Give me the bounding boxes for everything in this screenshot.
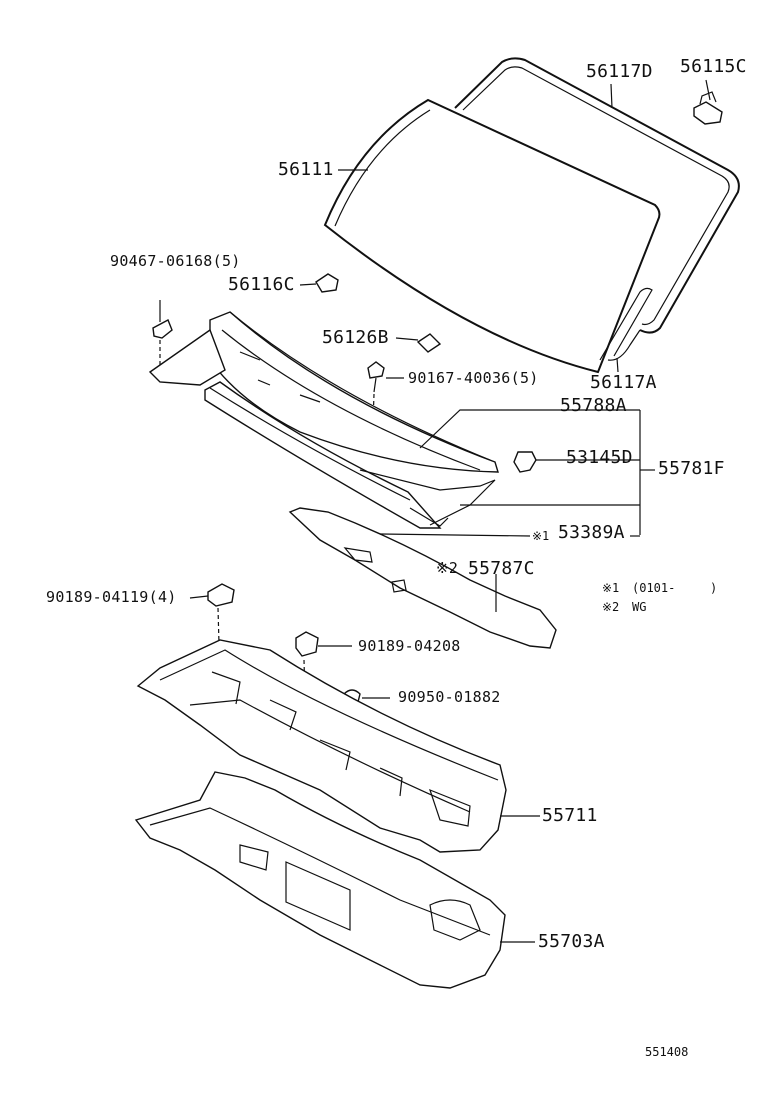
clip-56115c — [693, 91, 723, 125]
label-55787c[interactable]: 55787C — [468, 558, 535, 579]
leader-lines — [189, 79, 711, 943]
dash-panel-55703a — [134, 771, 506, 989]
label-90189-04119[interactable]: 90189-04119(4) — [46, 588, 177, 606]
label-56117d[interactable]: 56117D — [586, 61, 653, 82]
cowl-panel-55711 — [136, 639, 507, 853]
insulator-55787c — [288, 507, 557, 649]
note2-text: WG — [632, 600, 647, 614]
windshield-molding — [454, 57, 740, 361]
spacer-56126b — [416, 333, 442, 353]
lower-molding — [599, 287, 653, 373]
label-56115c[interactable]: 56115C — [680, 56, 747, 77]
label-53145d[interactable]: 53145D — [566, 447, 633, 468]
label-90167-40036[interactable]: 90167-40036(5) — [408, 369, 539, 387]
label-55781f[interactable]: 55781F — [658, 458, 725, 479]
note2-mark: ※2 — [602, 600, 620, 614]
label-56111[interactable]: 56111 — [278, 159, 334, 180]
clip-53145d — [513, 451, 562, 473]
label-56117a[interactable]: 56117A — [590, 372, 657, 393]
label-55703a[interactable]: 55703A — [538, 931, 605, 952]
cowl-louver — [148, 311, 499, 529]
clip-56116c — [315, 273, 339, 293]
label-56126b[interactable]: 56126B — [322, 327, 389, 348]
mark-note2: ※2 — [436, 559, 459, 577]
note1-text: (0101- — [632, 581, 676, 595]
label-55711[interactable]: 55711 — [542, 805, 598, 826]
diagram-code: 551408 — [645, 1045, 689, 1059]
clip-90467 — [152, 300, 173, 372]
windshield-glass — [323, 98, 661, 374]
label-53389a[interactable]: 53389A — [558, 522, 625, 543]
label-90467-06168[interactable]: 90467-06168(5) — [110, 252, 241, 270]
label-90950-01882[interactable]: 90950-01882 — [398, 688, 501, 706]
label-56116c[interactable]: 56116C — [228, 274, 295, 295]
label-55788a[interactable]: 55788A — [560, 395, 627, 416]
note1-mark: ※1 — [602, 581, 620, 595]
mark-note1: ※1 — [532, 529, 550, 543]
label-90189-04208[interactable]: 90189-04208 — [358, 637, 461, 655]
note1-close: ) — [710, 581, 718, 595]
